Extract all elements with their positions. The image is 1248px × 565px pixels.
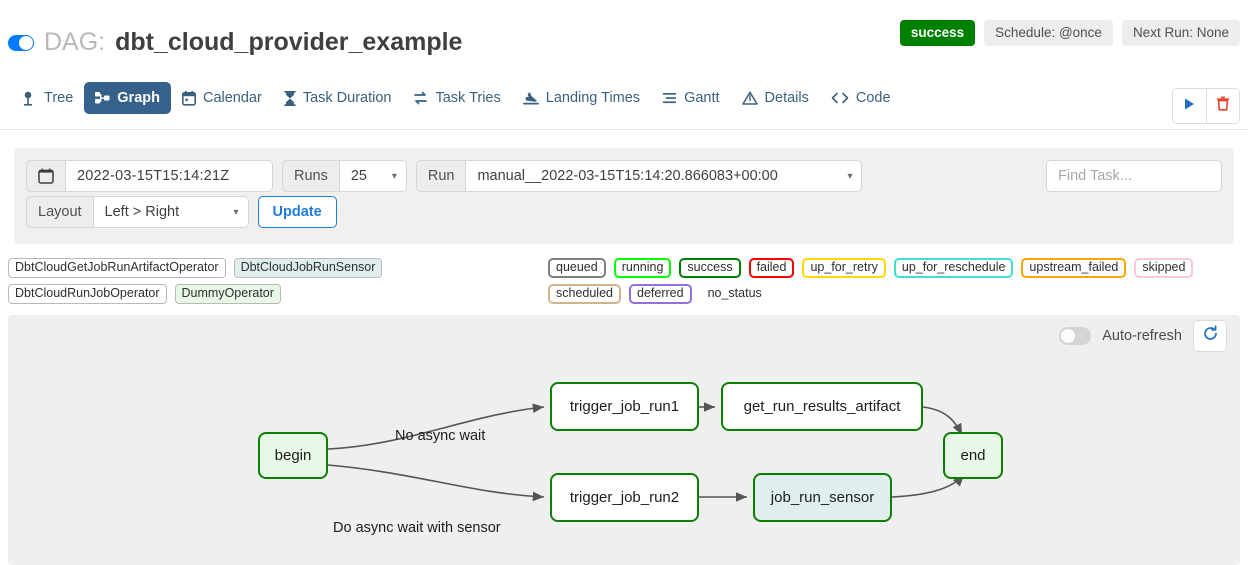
- refresh-icon: [1202, 325, 1219, 347]
- layout-select[interactable]: Left > Right ▾: [92, 196, 249, 228]
- tab-landing-times[interactable]: Landing Times: [512, 82, 651, 114]
- tab-gantt[interactable]: Gantt: [651, 82, 730, 114]
- dag-node-trigger_job_run1[interactable]: trigger_job_run1: [550, 382, 699, 431]
- tab-label: Code: [855, 90, 891, 106]
- gantt-icon: [662, 91, 677, 105]
- refresh-button[interactable]: [1193, 320, 1227, 352]
- num-runs-select[interactable]: 25 ▾: [338, 160, 407, 192]
- dag-title: DAG: dbt_cloud_provider_example: [8, 28, 462, 57]
- auto-refresh-toggle[interactable]: [1059, 327, 1092, 345]
- dag-edge-label: Do async wait with sensor: [333, 520, 501, 536]
- chevron-down-icon: ▾: [391, 170, 397, 182]
- dag-edge-label: No async wait: [395, 428, 486, 444]
- state-legend-chip[interactable]: scheduled: [548, 284, 621, 304]
- run-select[interactable]: manual__2022-03-15T15:14:20.866083+00:00…: [465, 160, 863, 192]
- state-legend-chip[interactable]: no_status: [707, 286, 762, 300]
- dag-graph-panel: Auto-refresh begin trigger_job_run1 get_ru…: [8, 315, 1240, 565]
- dag-node-job_run_sensor[interactable]: job_run_sensor: [753, 473, 892, 522]
- tab-label: Task Duration: [302, 90, 392, 106]
- layout-group: Layout Left > Right ▾: [26, 196, 249, 228]
- tab-label: Calendar: [202, 90, 262, 106]
- dag-edges: [327, 402, 965, 502]
- tab-details[interactable]: Details: [731, 82, 820, 114]
- base-date-group: 2022-03-15T15:14:21Z: [26, 160, 273, 192]
- graph-toolbar: Auto-refresh: [1059, 320, 1227, 352]
- dag-nav-bar: Tree Graph Calendar Task Duration Task T: [0, 82, 1248, 130]
- tab-label: Gantt: [684, 90, 720, 106]
- retry-icon: [413, 91, 428, 105]
- code-icon: [831, 91, 849, 105]
- run-value: manual__2022-03-15T15:14:20.866083+00:00: [477, 168, 778, 184]
- runs-label: Runs: [282, 160, 339, 192]
- dag-node-get_run_results_artifact[interactable]: get_run_results_artifact: [721, 382, 923, 431]
- dag-node-begin[interactable]: begin: [258, 432, 328, 479]
- dag-action-buttons: [1172, 88, 1240, 124]
- chevron-down-icon: ▾: [847, 170, 853, 182]
- update-button[interactable]: Update: [257, 196, 337, 228]
- status-badge: success: [899, 20, 976, 46]
- operator-legend-chip[interactable]: DbtCloudJobRunSensor: [233, 258, 383, 278]
- operator-legend-chip[interactable]: DbtCloudGetJobRunArtifactOperator: [8, 258, 226, 278]
- tab-label: Tree: [44, 90, 74, 106]
- num-runs-value: 25: [350, 168, 367, 184]
- page-header: DAG: dbt_cloud_provider_example success …: [0, 0, 1248, 70]
- calendar-icon[interactable]: [26, 160, 65, 192]
- tab-task-tries[interactable]: Task Tries: [402, 82, 511, 114]
- trash-icon: [1216, 96, 1230, 116]
- operator-legend-chip[interactable]: DbtCloudRunJobOperator: [8, 284, 167, 304]
- tab-code[interactable]: Code: [820, 82, 902, 114]
- filter-row-layout: Layout Left > Right ▾ Update: [26, 196, 337, 228]
- chevron-down-icon: ▾: [233, 206, 239, 218]
- details-icon: [741, 91, 758, 105]
- dag-node-end[interactable]: end: [943, 432, 1003, 479]
- tab-label: Details: [764, 90, 809, 106]
- schedule-badge: Schedule: @once: [984, 20, 1113, 46]
- state-legend-chip[interactable]: upstream_failed: [1021, 258, 1127, 278]
- graph-icon: [95, 91, 110, 105]
- play-icon: [1183, 97, 1196, 116]
- find-task-input[interactable]: Find Task...: [1046, 160, 1222, 192]
- dag-node-trigger_job_run2[interactable]: trigger_job_run2: [550, 473, 699, 522]
- tab-label: Task Tries: [435, 90, 501, 106]
- base-date-input[interactable]: 2022-03-15T15:14:21Z: [65, 160, 273, 192]
- state-legend-chip[interactable]: failed: [748, 258, 795, 278]
- state-legend-chip[interactable]: skipped: [1134, 258, 1194, 278]
- dag-filter-toolbar: 2022-03-15T15:14:21Z Runs 25 ▾ Run manua…: [14, 148, 1234, 244]
- dag-label: DAG:: [44, 28, 106, 56]
- tab-calendar[interactable]: Calendar: [171, 82, 273, 114]
- state-legend-chip[interactable]: success: [679, 258, 741, 278]
- header-badges: success Schedule: @once Next Run: None: [899, 20, 1240, 46]
- auto-refresh-label: Auto-refresh: [1102, 328, 1182, 344]
- nav-tab-list: Tree Graph Calendar Task Duration Task T: [12, 82, 902, 114]
- calendar-icon: [181, 90, 196, 106]
- state-legend-chip[interactable]: deferred: [629, 284, 692, 304]
- state-legend-chip[interactable]: up_for_retry: [802, 258, 886, 278]
- tab-label: Graph: [117, 90, 160, 106]
- operator-legend-chip[interactable]: DummyOperator: [174, 284, 281, 304]
- landing-icon: [522, 91, 539, 105]
- next-run-badge: Next Run: None: [1121, 20, 1240, 46]
- run-label: Run: [415, 160, 466, 192]
- trigger-dag-button[interactable]: [1173, 89, 1206, 123]
- tab-label: Landing Times: [545, 90, 641, 106]
- state-legend: queued running success failed up_for_retry up…: [548, 258, 1240, 304]
- hourglass-icon: [283, 90, 296, 106]
- tab-graph[interactable]: Graph: [84, 82, 171, 114]
- layout-value: Left > Right: [104, 204, 180, 220]
- state-legend-chip[interactable]: queued: [548, 258, 606, 278]
- num-runs-group: Runs 25 ▾: [282, 160, 407, 192]
- dag-name: dbt_cloud_provider_example: [115, 28, 463, 56]
- state-legend-chip[interactable]: up_for_reschedule: [893, 258, 1014, 278]
- tab-task-duration[interactable]: Task Duration: [273, 82, 403, 114]
- filter-row-primary: 2022-03-15T15:14:21Z Runs 25 ▾ Run manua…: [26, 160, 863, 192]
- run-group: Run manual__2022-03-15T15:14:20.866083+0…: [415, 160, 863, 192]
- layout-label: Layout: [26, 196, 93, 228]
- tree-icon: [23, 91, 37, 106]
- dag-pause-toggle[interactable]: [8, 34, 34, 51]
- state-legend-chip[interactable]: running: [613, 258, 672, 278]
- delete-dag-button[interactable]: [1206, 89, 1239, 123]
- tab-tree[interactable]: Tree: [12, 82, 84, 114]
